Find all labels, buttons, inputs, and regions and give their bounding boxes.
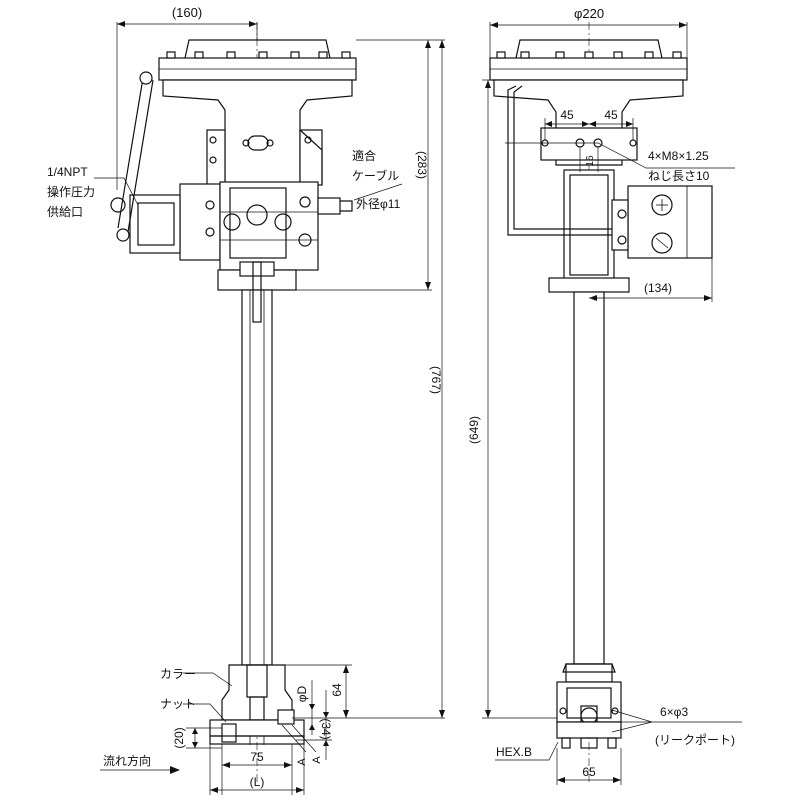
label-supply-port-3: 供給口: [47, 205, 83, 219]
dim-phi220: φ220: [574, 6, 604, 21]
dim-160: (160): [172, 5, 202, 20]
dim-649: (649): [467, 416, 481, 444]
side-view: [482, 22, 742, 785]
dim-75: 75: [250, 750, 264, 764]
dim-65: 65: [582, 765, 596, 779]
label-flow-direction: 流れ方向: [103, 753, 151, 768]
dim-phi-d: φD: [295, 685, 309, 702]
dim-45-left: 45: [560, 108, 574, 122]
dim-16: 16: [585, 155, 596, 167]
label-a-left: A: [296, 758, 308, 766]
dim-767: (767): [429, 366, 443, 394]
label-collar: カラー: [160, 667, 196, 681]
label-supply-port-2: 操作圧力: [47, 184, 95, 199]
label-cable-3: 外径φ11: [356, 197, 401, 211]
dim-283: (283): [415, 151, 429, 179]
label-leak-port-2: (リークポート): [655, 733, 735, 747]
bracket-slot: [242, 135, 274, 151]
label-leak-port-1: 6×φ3: [660, 705, 688, 719]
label-a-right: A: [311, 756, 323, 764]
dim-34: (34): [319, 718, 333, 739]
dim-l: (L): [250, 775, 265, 789]
label-bolt-1: 4×M8×1.25: [648, 149, 709, 163]
label-cable-1: 適合: [352, 148, 376, 163]
dim-134: (134): [644, 281, 672, 295]
flange-bolts-side: [496, 51, 682, 59]
dim-20: (20): [172, 727, 186, 748]
label-supply-port-1: 1/4NPT: [47, 165, 88, 179]
label-nut: ナット: [160, 697, 196, 711]
label-hex-b: HEX.B: [496, 745, 532, 759]
label-bolt-2: ねじ長さ10: [648, 169, 710, 183]
label-cable-2: ケーブル: [352, 168, 399, 183]
dim-45-right: 45: [604, 108, 618, 122]
front-view: [94, 21, 445, 795]
flange-bolts: [166, 51, 351, 59]
dim-64: 64: [330, 683, 344, 697]
